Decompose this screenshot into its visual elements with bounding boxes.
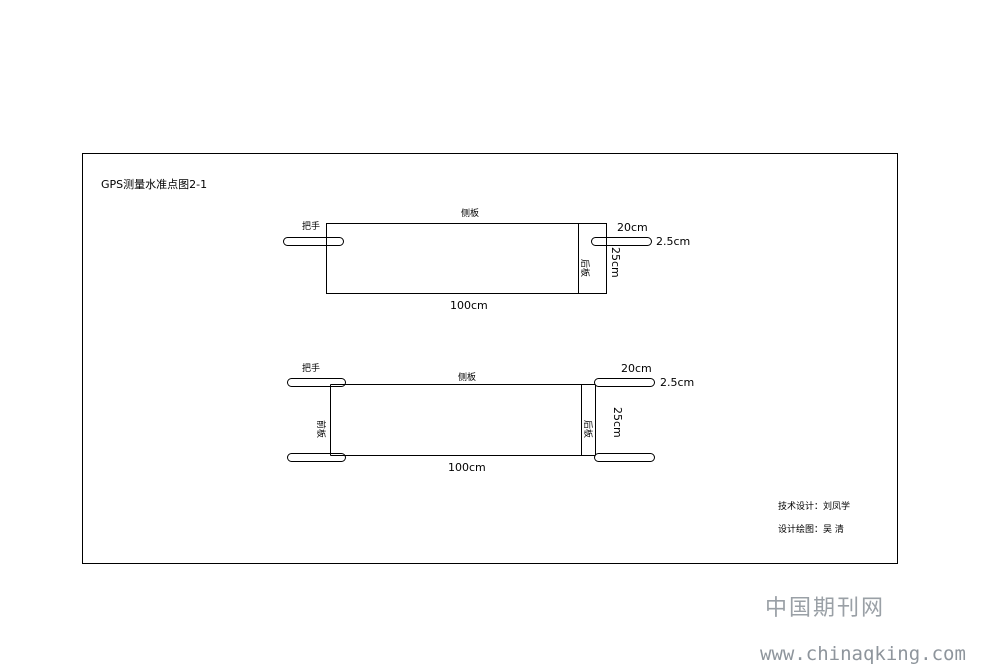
d2-side-panel-label: 侧板 [458, 371, 476, 383]
d2-width-label: 25cm [611, 407, 624, 438]
watermark-name: 中国期刊网 [765, 596, 885, 621]
d2-handle-length-label: 20cm [621, 362, 652, 375]
d1-handle-length-label: 20cm [617, 221, 648, 234]
diagram-bottom-view [287, 378, 655, 462]
d1-handle-label: 把手 [302, 220, 320, 232]
d1-width-label: 25cm [609, 247, 622, 278]
drawing-title: GPS测量水准点图2-1 [101, 178, 207, 191]
left-handle [283, 237, 344, 246]
right-handle [591, 237, 652, 246]
d2-handle-label: 把手 [302, 362, 320, 374]
bottom-right-handle [594, 453, 655, 462]
d2-length-label: 100cm [448, 461, 486, 474]
drafting-credit: 设计绘图：吴 清 [778, 523, 844, 535]
tech-design-credit: 技术设计：刘凤学 [778, 500, 850, 512]
drawing-frame [82, 153, 898, 564]
d1-length-label: 100cm [450, 299, 488, 312]
d2-front-panel-label: 前板 [315, 420, 327, 438]
d1-side-panel-label: 侧板 [461, 207, 479, 219]
d1-handle-diameter-label: 2.5cm [656, 235, 690, 248]
bottom-left-handle [287, 453, 346, 462]
top-left-handle [287, 378, 346, 387]
watermark-url: www.chinaqking.com [760, 643, 966, 665]
d1-end-panel-label: 后板 [579, 259, 591, 277]
top-right-handle [594, 378, 655, 387]
diagram-top-view [283, 223, 652, 294]
d2-handle-diameter-label: 2.5cm [660, 376, 694, 389]
box-body [326, 223, 607, 294]
d2-end-panel-label: 后板 [582, 420, 594, 438]
